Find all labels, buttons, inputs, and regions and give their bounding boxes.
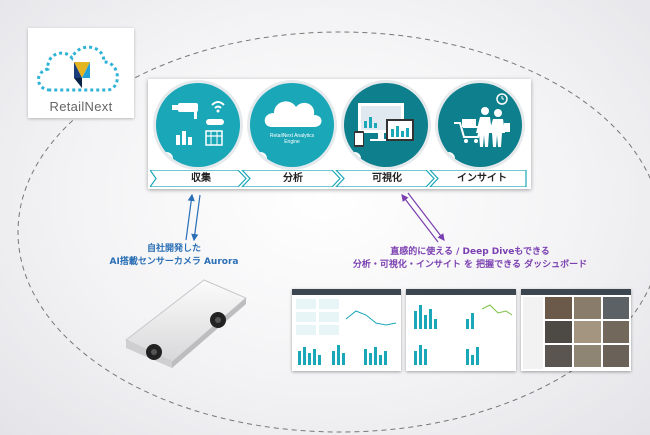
dashboard-screenshot-2 [406,289,516,371]
engine-caption-line1: RetailNext Analytics [270,133,315,139]
dashboard-up-arrow [401,194,439,243]
step-2-circle: RetailNext Analytics Engine 2 [250,83,334,167]
shoppers-icon [454,93,510,147]
logo-text: RetailNext [49,99,113,114]
dashboard-screenshot-1 [292,289,401,371]
camera-down-arrow [191,194,201,242]
process-ribbon [150,170,527,187]
aurora-camera-image [125,279,247,368]
cloud-analytics-icon: RetailNext Analytics Engine [264,101,322,145]
step-4-label: インサイト [457,173,507,184]
step-4-number: 4 [442,152,455,165]
camera-caption-line1: 自社開発した [146,244,201,254]
dashboard-screenshot-3 [521,289,631,371]
cloud-logo-icon [37,45,119,92]
step-1-circle: 1 [156,83,240,167]
camera-caption: 自社開発した AI搭載センサーカメラ Aurora [94,243,254,269]
dashboard-caption-line2: 分析・可視化・インサイト を 把握できる ダッシュボード [352,260,588,270]
step-3-label: 可視化 [372,173,402,184]
step-4-circle: 4 [438,83,522,167]
step-1-label: 収集 [191,173,211,184]
devices-icon [354,103,414,147]
retailnext-logo: RetailNext [28,28,134,118]
step-1-number: 1 [160,152,173,165]
dashboard-caption-line1: 直感的に使える / Deep Diveもできる [390,247,550,257]
engine-caption-line2: Engine [284,139,300,145]
data-collection-icon [172,101,225,146]
camera-caption-line2: AI搭載センサーカメラ Aurora [109,257,239,267]
step-3-number: 3 [348,152,361,165]
camera-up-arrow [185,193,195,241]
step-2-number: 2 [254,152,267,165]
process-panel: 1 RetailNext Analytics Engine 2 [148,79,531,189]
dashboard-caption: 直感的に使える / Deep Diveもできる 分析・可視化・インサイト を 把… [300,246,640,272]
step-3-circle: 3 [344,83,428,167]
dashboard-down-arrow [407,192,445,241]
step-2-label: 分析 [283,173,303,184]
